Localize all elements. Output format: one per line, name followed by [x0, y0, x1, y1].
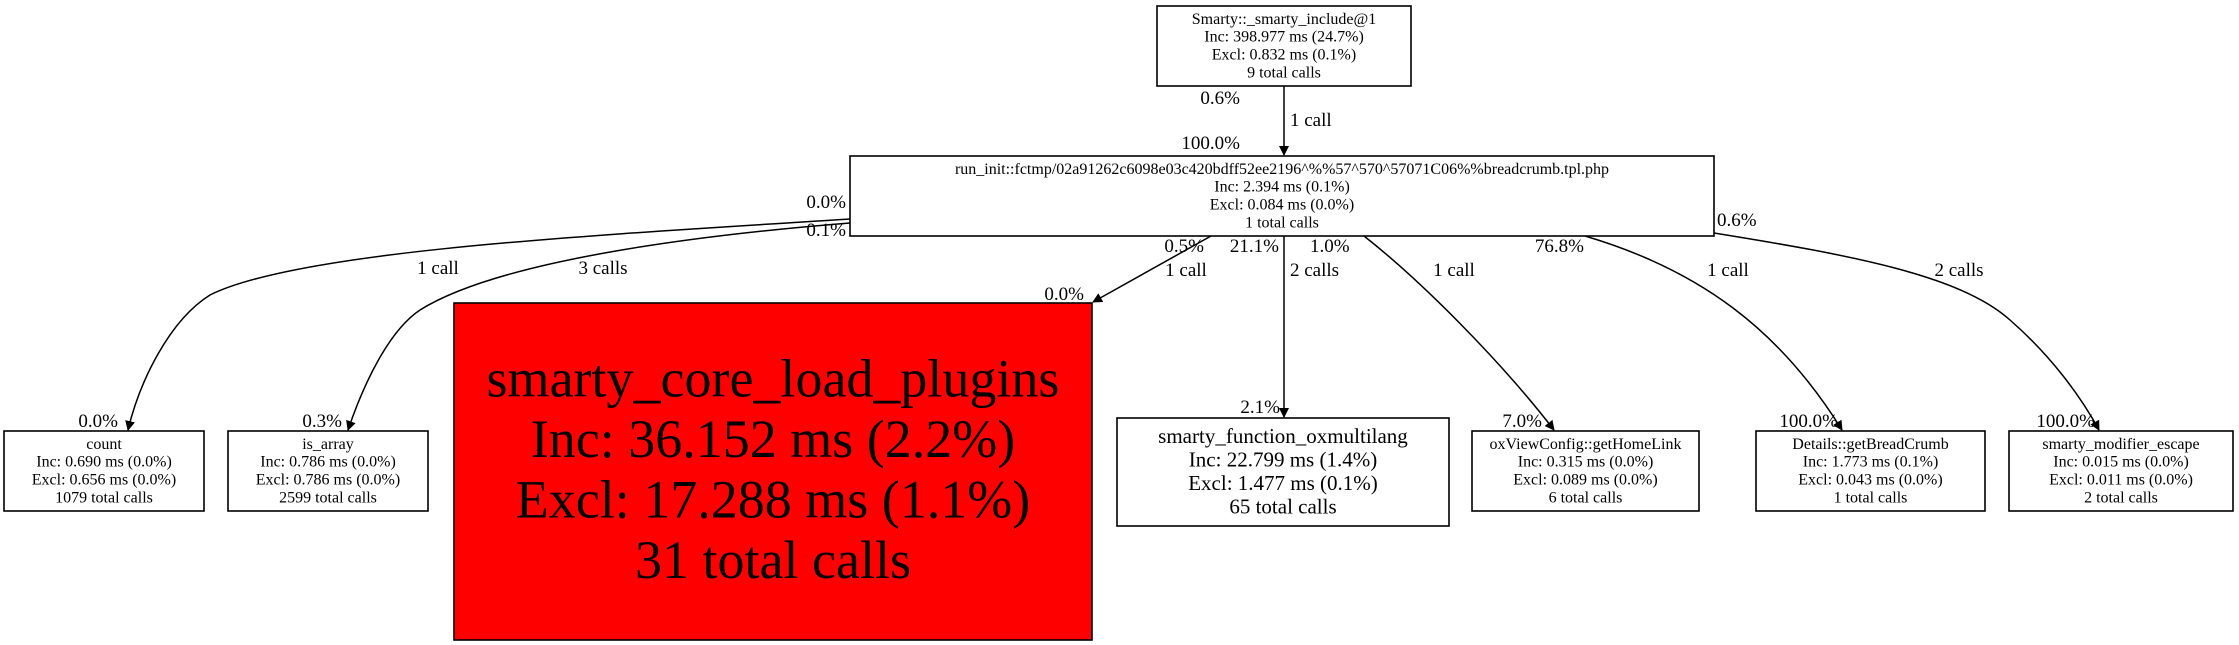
node-function-name: Details::getBreadCrumb	[1792, 436, 1948, 453]
edge-line	[1713, 232, 2100, 431]
edge-call-count: 1 call	[417, 258, 459, 279]
edge-call-count: 3 calls	[578, 258, 627, 279]
node-exclusive-time: Excl: 0.832 ms (0.1%)	[1212, 47, 1356, 64]
edge-call-count: 1 call	[1290, 110, 1332, 131]
edge-run-init-to-is-array: 0.1% 3 calls 0.3%	[302, 220, 851, 432]
edge-run-init-to-smarty-function-oxmultilang: 21.1% 2 calls 2.1%	[1230, 236, 1339, 418]
node-inclusive-time: Inc: 0.786 ms (0.0%)	[260, 454, 396, 471]
node-inclusive-time: Inc: 36.152 ms (2.2%)	[531, 409, 1015, 469]
node-total-calls: 2 total calls	[2084, 490, 2158, 507]
edge-head-percent: 2.1%	[1240, 397, 1280, 418]
edge-run-init-to-smarty-modifier-escape: 0.6% 2 calls 100.0%	[1713, 210, 2100, 432]
edge-line	[346, 222, 851, 431]
edge-tail-percent: 0.6%	[1717, 210, 1757, 231]
node-total-calls: 1 total calls	[1834, 490, 1908, 507]
node-total-calls: 1 total calls	[1245, 215, 1319, 232]
edge-run-init-to-oxviewconfig-gethomelink: 1.0% 1 call 7.0%	[1310, 235, 1555, 432]
edge-head-percent: 0.3%	[302, 411, 342, 432]
edge-line	[1363, 235, 1555, 431]
node-inclusive-time: Inc: 0.015 ms (0.0%)	[2053, 454, 2189, 471]
edge-line	[1092, 235, 1212, 303]
node-total-calls: 31 total calls	[635, 530, 911, 590]
node-run-init[interactable]: run_init::fctmp/02a91262c6098e03c420bdff…	[849, 155, 1715, 237]
node-function-name: is_array	[302, 436, 354, 453]
node-function-name: oxViewConfig::getHomeLink	[1490, 436, 1682, 453]
edge-head-percent: 100.0%	[2036, 411, 2095, 432]
edge-call-count: 2 calls	[1934, 260, 1983, 281]
edge-head-percent: 100.0%	[1181, 133, 1240, 154]
edge-line	[125, 218, 851, 431]
node-total-calls: 9 total calls	[1247, 65, 1321, 82]
edge-head-percent: 7.0%	[1502, 411, 1542, 432]
node-inclusive-time: Inc: 0.690 ms (0.0%)	[36, 454, 172, 471]
edge-tail-percent: 0.6%	[1200, 88, 1240, 109]
edge-tail-percent: 0.0%	[806, 192, 846, 213]
node-box	[2008, 430, 2234, 512]
node-inclusive-time: Inc: 2.394 ms (0.1%)	[1214, 179, 1350, 196]
node-box	[453, 302, 1093, 641]
node-total-calls: 1079 total calls	[55, 490, 153, 507]
node-total-calls: 2599 total calls	[279, 490, 377, 507]
node-total-calls: 6 total calls	[1549, 490, 1623, 507]
node-box	[1755, 430, 1986, 512]
node-exclusive-time: Excl: 17.288 ms (1.1%)	[516, 469, 1030, 529]
node-function-name: smarty_function_oxmultilang	[1158, 424, 1408, 448]
node-inclusive-time: Inc: 0.315 ms (0.0%)	[1518, 454, 1654, 471]
node-function-name: smarty_core_load_plugins	[487, 348, 1060, 408]
node-inclusive-time: Inc: 398.977 ms (24.7%)	[1204, 29, 1364, 46]
node-exclusive-time: Excl: 0.043 ms (0.0%)	[1798, 472, 1942, 489]
edge-tail-percent: 0.5%	[1164, 236, 1204, 257]
node-total-calls: 65 total calls	[1229, 494, 1336, 518]
node-box	[1156, 5, 1412, 87]
node-exclusive-time: Excl: 0.786 ms (0.0%)	[256, 472, 400, 489]
node-box	[849, 155, 1715, 237]
edge-tail-percent: 76.8%	[1535, 236, 1584, 257]
edge-call-count: 1 call	[1707, 260, 1749, 281]
edge-call-count: 2 calls	[1290, 260, 1339, 281]
edge-head-percent: 100.0%	[1779, 411, 1838, 432]
edge-call-count: 1 call	[1165, 260, 1207, 281]
node-exclusive-time: Excl: 0.084 ms (0.0%)	[1210, 197, 1354, 214]
edge-run-init-to-smarty-core-load-plugins: 0.5% 1 call 0.0%	[1044, 235, 1212, 305]
edge-tail-percent: 0.1%	[806, 220, 846, 241]
node-box	[1471, 430, 1700, 512]
node-exclusive-time: Excl: 0.011 ms (0.0%)	[2049, 472, 2193, 489]
edge-head-percent: 0.0%	[78, 411, 118, 432]
node-exclusive-time: Excl: 1.477 ms (0.1%)	[1188, 471, 1378, 495]
node-box	[3, 430, 205, 512]
edge-call-count: 1 call	[1433, 260, 1475, 281]
edge-tail-percent: 1.0%	[1310, 236, 1350, 257]
node-function-name: Smarty::_smarty_include@1	[1192, 11, 1376, 28]
edge-head-percent: 0.0%	[1044, 284, 1084, 305]
node-box	[1116, 417, 1450, 527]
node-exclusive-time: Excl: 0.089 ms (0.0%)	[1513, 472, 1657, 489]
edge-run-init-to-details-getbreadcrumb: 76.8% 1 call 100.0%	[1535, 235, 1843, 432]
node-box	[227, 430, 429, 512]
node-function-name: run_init::fctmp/02a91262c6098e03c420bdff…	[955, 161, 1609, 178]
edge-line	[1584, 235, 1843, 431]
node-function-name: smarty_modifier_escape	[2042, 436, 2199, 453]
node-inclusive-time: Inc: 22.799 ms (1.4%)	[1189, 447, 1377, 471]
node-inclusive-time: Inc: 1.773 ms (0.1%)	[1803, 454, 1939, 471]
edge-tail-percent: 21.1%	[1230, 236, 1279, 257]
edge-smarty-include-to-run-init: 0.6% 1 call 100.0%	[1181, 86, 1332, 156]
node-exclusive-time: Excl: 0.656 ms (0.0%)	[32, 472, 176, 489]
edge-run-init-to-count: 0.0% 1 call 0.0%	[78, 192, 851, 432]
node-function-name: count	[86, 436, 122, 453]
